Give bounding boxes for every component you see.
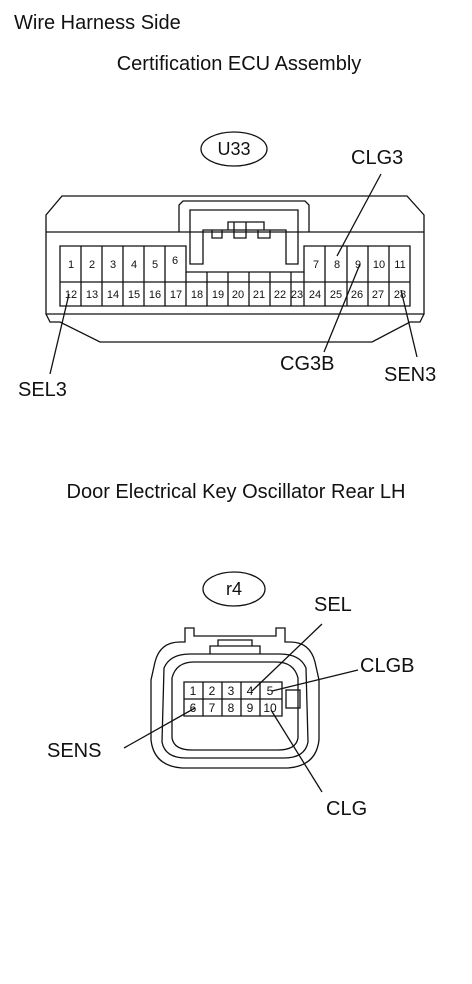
u33-pin-25: 25	[330, 289, 342, 301]
r4-code: r4	[226, 579, 242, 599]
u33-pin-3: 3	[110, 259, 116, 271]
r4-pin-3: 3	[228, 684, 235, 698]
u33-code: U33	[217, 139, 250, 159]
u33-pin-26: 26	[351, 289, 363, 301]
u33-pin-10: 10	[373, 259, 385, 271]
connector-title-u33: Certification ECU Assembly	[116, 53, 362, 75]
u33-pin-28: 28	[394, 289, 406, 301]
u33-latch-frame	[178, 200, 310, 232]
r4-pin-9: 9	[247, 701, 254, 715]
u33-pin-16: 16	[149, 289, 161, 301]
label-clg: CLG	[326, 798, 367, 820]
u33-pin-5: 5	[152, 259, 158, 271]
r4-sel-leader	[251, 623, 323, 692]
r4-pin-grid	[183, 681, 283, 717]
r4-pin-8: 8	[228, 701, 235, 715]
label-sens: SENS	[47, 740, 101, 762]
r4-pin-1: 1	[190, 684, 197, 698]
label-sel: SEL	[314, 594, 352, 616]
r4-pin-10: 10	[263, 701, 277, 715]
u33-pin-7: 7	[313, 259, 319, 271]
r4-pin-6: 6	[190, 701, 197, 715]
u33-pin-12: 12	[65, 289, 77, 301]
r4-clg-leader	[270, 709, 323, 793]
r4-pin-4: 4	[247, 684, 254, 698]
u33-pin-8: 8	[334, 259, 340, 271]
u33-pin-1: 1	[68, 259, 74, 271]
u33-cg3b-leader	[323, 263, 361, 353]
label-cg3b: CG3B	[280, 353, 334, 375]
label-sel3: SEL3	[18, 379, 67, 401]
label-clg3: CLG3	[351, 147, 403, 169]
u33-pin-17: 17	[170, 289, 182, 301]
u33-sel3-leader	[49, 293, 70, 375]
u33-pin-11: 11	[394, 259, 405, 271]
u33-pin-13: 13	[86, 289, 98, 301]
u33-housing-bottom	[45, 313, 425, 343]
u33-pin-6: 6	[172, 255, 178, 267]
r4-housing	[150, 627, 320, 769]
label-sen3: SEN3	[384, 364, 436, 386]
u33-clg3-leader	[336, 173, 382, 257]
u33-pin-grid	[59, 245, 411, 307]
u33-housing-top	[45, 195, 425, 232]
r4-code-badge	[202, 571, 266, 607]
u33-pin-15: 15	[128, 289, 140, 301]
u33-pin-18: 18	[191, 289, 203, 301]
r4-clgb-leader	[271, 669, 359, 692]
u33-housing-body	[45, 232, 425, 315]
u33-pin-14: 14	[107, 289, 119, 301]
u33-code-badge	[200, 131, 268, 167]
u33-pin-9: 9	[355, 259, 361, 271]
label-clgb: CLGB	[360, 655, 414, 677]
u33-pin-4: 4	[131, 259, 137, 271]
r4-key-slot	[285, 689, 301, 709]
u33-pin-2: 2	[89, 259, 95, 271]
r4-pin-2: 2	[209, 684, 216, 698]
r4-pin-5: 5	[267, 684, 274, 698]
r4-sens-leader	[123, 707, 196, 749]
r4-pin-7: 7	[209, 701, 216, 715]
wire-harness-side-label: Wire Harness Side	[14, 12, 181, 34]
u33-pin-22: 22	[274, 289, 286, 301]
connector-title-r4: Door Electrical Key Oscillator Rear LH	[66, 481, 406, 503]
r4-housing-inner	[161, 653, 309, 759]
u33-pin-21: 21	[253, 289, 265, 301]
u33-pin-23: 23	[291, 289, 303, 301]
u33-sen3-leader	[400, 289, 418, 358]
u33-pin-19: 19	[212, 289, 224, 301]
u33-pin-27: 27	[372, 289, 384, 301]
u33-pin-24: 24	[309, 289, 321, 301]
u33-pin-20: 20	[232, 289, 244, 301]
